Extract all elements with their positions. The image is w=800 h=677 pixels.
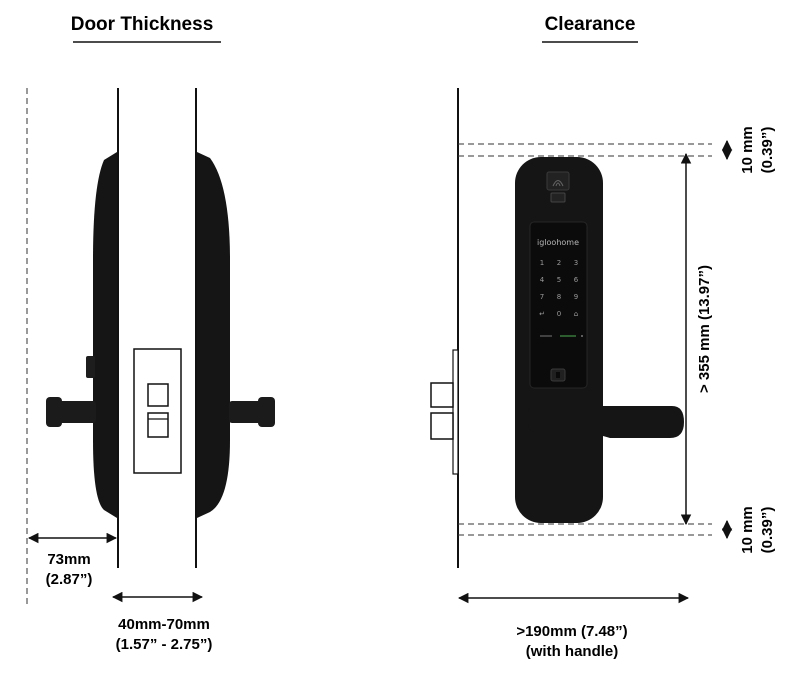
outer-lock-knob <box>86 356 95 378</box>
door-thickness-title: Door Thickness <box>71 14 214 35</box>
mortise-plate <box>133 348 182 474</box>
latch-bolt-upper <box>430 382 454 408</box>
thickness-label-mm: 40mm-70mm <box>118 616 210 633</box>
width-label: >190mm (7.48”) <box>516 623 627 640</box>
bottom-clearance-mm: 10 mm <box>739 506 756 554</box>
outer-handle-end <box>46 397 62 427</box>
inner-handle-stub <box>229 401 265 423</box>
height-label: > 355 mm (13.97”) <box>696 265 713 393</box>
keypad-grid: 1 2 3 4 5 6 7 8 9 ↵ 0 ⌂ <box>539 259 579 318</box>
keypad-key: 6 <box>574 276 579 284</box>
keypad-key: 4 <box>540 276 545 284</box>
clearance-panel: Clearance igloohome 1 2 3 4 5 6 7 8 9 <box>430 14 776 660</box>
keyhole-icon <box>556 372 560 378</box>
inner-lock-body <box>197 152 230 518</box>
latch-lower <box>147 412 169 438</box>
lock-brand: igloohome <box>537 238 579 247</box>
outer-handle-stub <box>58 401 96 423</box>
keypad-key: 8 <box>557 293 561 301</box>
keypad-key: 1 <box>540 259 544 267</box>
door-edge-plate <box>452 349 459 475</box>
front-handle <box>528 406 684 438</box>
keypad-panel <box>529 221 588 389</box>
door-thickness-panel: Door Thickness 73mm (2.87”) 40mm-70mm (1… <box>26 14 275 653</box>
keypad-key: 5 <box>557 276 561 284</box>
depth-label-mm: 73mm <box>47 551 90 568</box>
depth-label-inch: (2.87”) <box>46 571 93 588</box>
keypad-key: 3 <box>574 259 578 267</box>
width-sublabel: (with handle) <box>526 643 619 660</box>
bottom-clearance-inch: (0.39”) <box>759 507 776 554</box>
keypad-key: ↵ <box>539 310 545 318</box>
indicator-dot <box>581 335 583 337</box>
keypad-key: 7 <box>540 293 544 301</box>
keypad-key: ⌂ <box>574 310 578 318</box>
latch-upper <box>147 383 169 407</box>
fingerprint-glyph <box>552 180 564 187</box>
thickness-label-inch: (1.57” - 2.75”) <box>116 636 213 653</box>
card-reader-icon <box>550 192 566 203</box>
latch-bolt-lower <box>430 412 454 440</box>
keypad-key: 9 <box>574 293 578 301</box>
top-clearance-inch: (0.39”) <box>759 127 776 174</box>
outer-lock-body <box>93 152 117 518</box>
keypad-key: 2 <box>557 259 561 267</box>
clearance-title: Clearance <box>545 14 636 35</box>
inner-handle-end <box>258 397 275 427</box>
top-clearance-mm: 10 mm <box>739 126 756 174</box>
keypad-key: 0 <box>557 310 561 318</box>
